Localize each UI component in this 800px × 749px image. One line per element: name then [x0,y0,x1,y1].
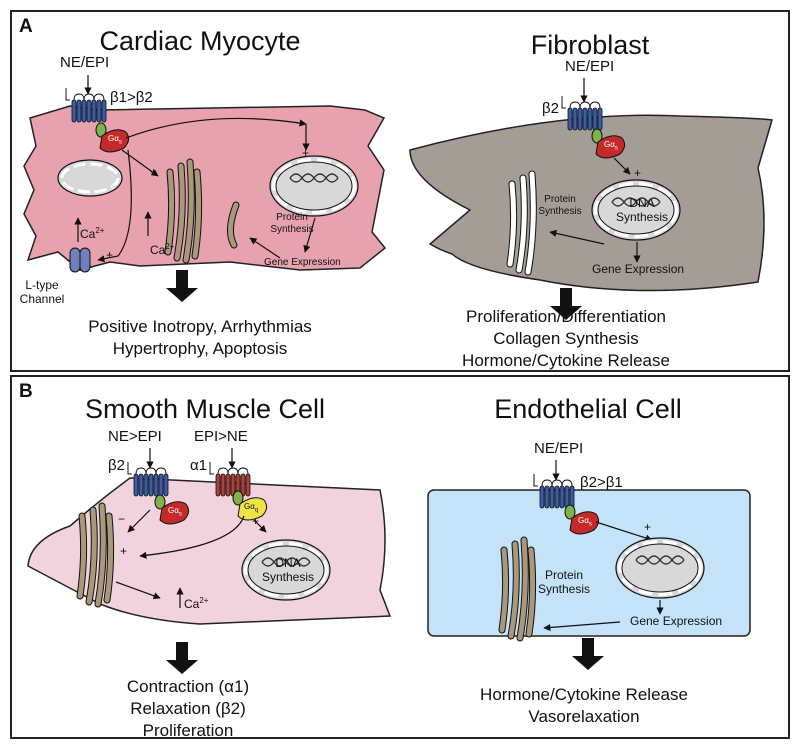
fibroblast-outcome-2: Collagen Synthesis [493,329,639,348]
cardiac-beta-receptor [71,93,107,123]
cardiac-outcome-2: Hypertrophy, Apoptosis [112,339,288,358]
smooth-ligand-2: EPI>NE [194,428,248,445]
panel-a-frame [10,10,790,372]
smooth-galpha-s [159,501,190,525]
cardiac-gbg [95,122,107,138]
fibroblast-cell [409,114,773,292]
smooth-receptor-1: β2 [108,457,125,474]
cardiac-outcome-arrow [166,270,198,302]
fibroblast-title: Fibroblast [530,30,650,60]
panel-a-letter: A [19,16,33,37]
smooth-receptor-2: α1 [190,457,208,474]
cardiac-ribosome-er [227,201,240,249]
smooth-ligand-1: NE>EPI [108,428,162,445]
cardiac-plus-channel: + [106,248,114,262]
smooth-outcome-1: Contraction (α1) [126,677,250,696]
smooth-beta2-receptor [133,467,169,497]
endothelial-outcome-arrow [572,638,604,670]
smooth-galpha-q-label: Gαq [244,502,259,514]
fibroblast-plus: + [634,166,642,180]
smooth-outcome-2: Relaxation (β2) [130,699,246,718]
panel-b-letter: B [19,381,33,402]
endothelial-outcome-1: Hormone/Cytokine Release [480,685,688,704]
cardiac-vesicle [57,159,123,197]
fibroblast-er [510,174,533,272]
smooth-ca-label: Ca2+ [184,596,209,611]
fibroblast-outcome-3: Hormone/Cytokine Release [462,351,670,370]
fibroblast-ligand: NE/EPI [565,58,615,75]
endothelial-plus: + [644,520,652,534]
cardiac-plus-sr: + [150,165,158,179]
endothelial-beta-receptor [539,479,575,509]
smooth-outcome-arrow [166,642,198,674]
smooth-plus-sr: + [120,544,128,558]
smooth-title: Smooth Muscle Cell [84,394,326,424]
smooth-galpha-q [237,497,268,521]
fibroblast-receptor-label: β2 [542,100,559,117]
cardiac-outcomes: Positive Inotropy, Arrhythmias Hypertrop… [88,316,312,360]
endothelial-galpha-label: Gαs [578,516,592,528]
endothelial-receptor-label: β2>β1 [580,474,623,491]
panel-b-frame [10,375,790,739]
l-type-channel [69,247,91,273]
endothelial-outcome-2: Vasorelaxation [528,707,640,726]
cardiac-receptor-label: β1>β2 [110,89,153,106]
smooth-alpha1-receptor [215,467,251,497]
cardiac-gene-expression: Gene Expression [264,257,341,268]
endothelial-ligand: NE/EPI [534,440,584,457]
smooth-minus: − [118,512,126,526]
endothelial-nucleus [614,536,706,600]
cardiac-title: Cardiac Myocyte [99,26,301,56]
fibroblast-outcome-1: Proliferation/Differentiation [465,307,667,326]
smooth-outcomes: Contraction (α1) Relaxation (β2) Prolife… [127,676,249,742]
fibroblast-gene-expression: Gene Expression [592,262,685,276]
endothelial-title: Endothelial Cell [494,394,682,424]
cardiac-ca-label-1: Ca2+ [80,226,105,241]
fibroblast-beta-receptor [567,101,603,131]
cardiac-nucleus [268,154,360,218]
fibroblast-gbg [591,128,603,144]
smooth-galpha-s-label: Gαs [168,506,182,518]
fibroblast-galpha [595,135,626,159]
smooth-outcome-3: Proliferation [142,721,234,740]
cardiac-galpha [99,129,130,153]
fibroblast-outcome-arrow [550,288,582,320]
cardiac-galpha-label: Gαs [108,134,122,146]
fibroblast-galpha-label: Gαs [604,140,618,152]
endothelial-outcomes: Hormone/Cytokine Release Vasorelaxation [480,684,688,728]
cardiac-ca-label-2: Ca2+ [150,242,175,257]
cardiac-ligand: NE/EPI [60,54,110,71]
cardiac-outcome-1: Positive Inotropy, Arrhythmias [88,317,312,336]
cardiac-plus-nucleus: + [302,146,310,160]
endothelial-gene-expression: Gene Expression [630,614,723,628]
smooth-plus-nucleus: + [252,514,260,528]
fibroblast-outcomes: Proliferation/Differentiation Collagen S… [462,306,670,372]
